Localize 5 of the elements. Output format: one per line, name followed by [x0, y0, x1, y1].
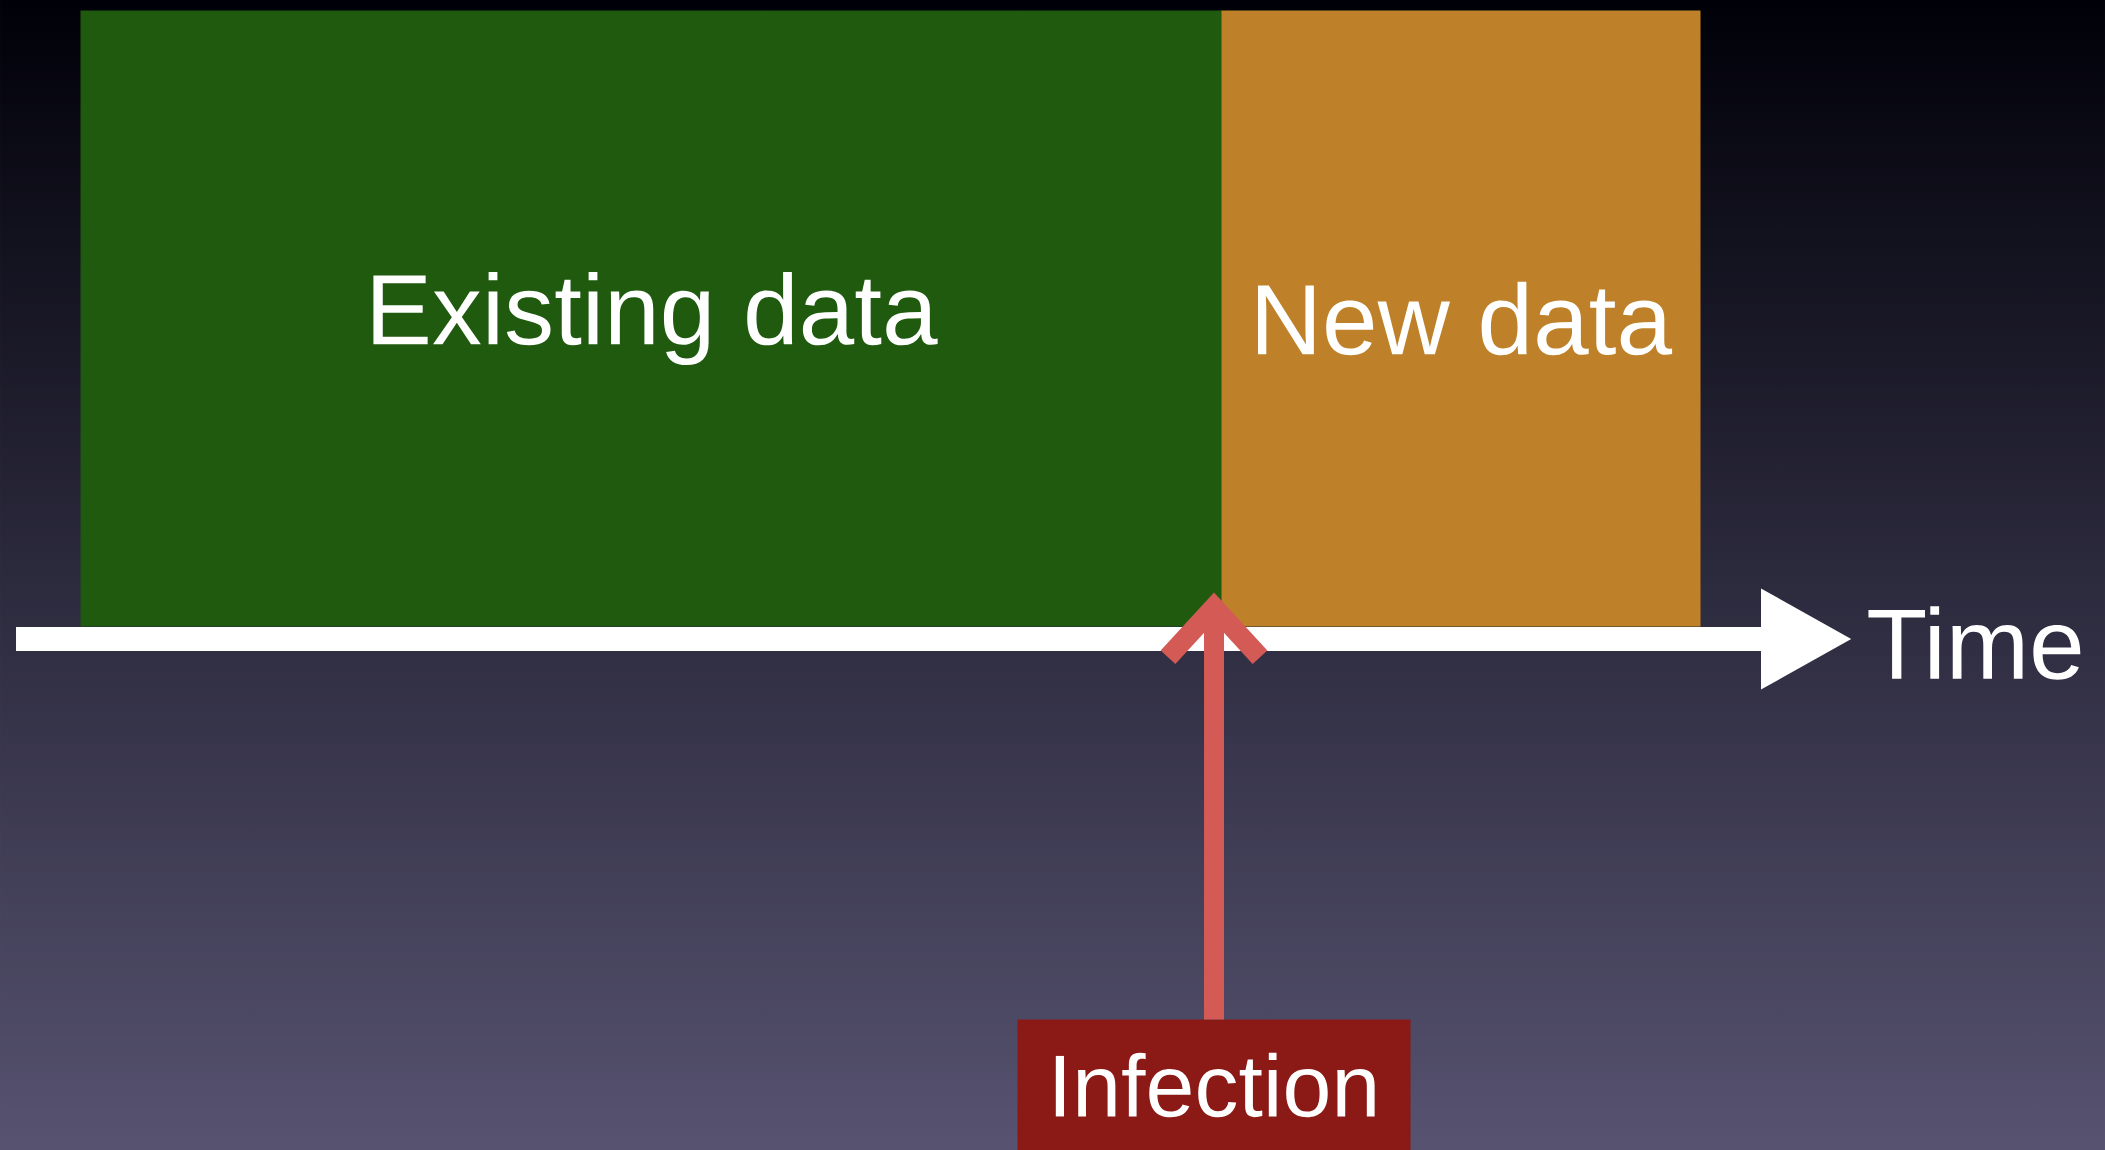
data-block: Existing data: [80, 10, 1223, 627]
data-block: New data: [1221, 10, 1701, 627]
axis-label: Time: [1868, 606, 2081, 680]
arrow: [1160, 592, 1268, 1020]
event-box: Infection: [1017, 1019, 1411, 1150]
